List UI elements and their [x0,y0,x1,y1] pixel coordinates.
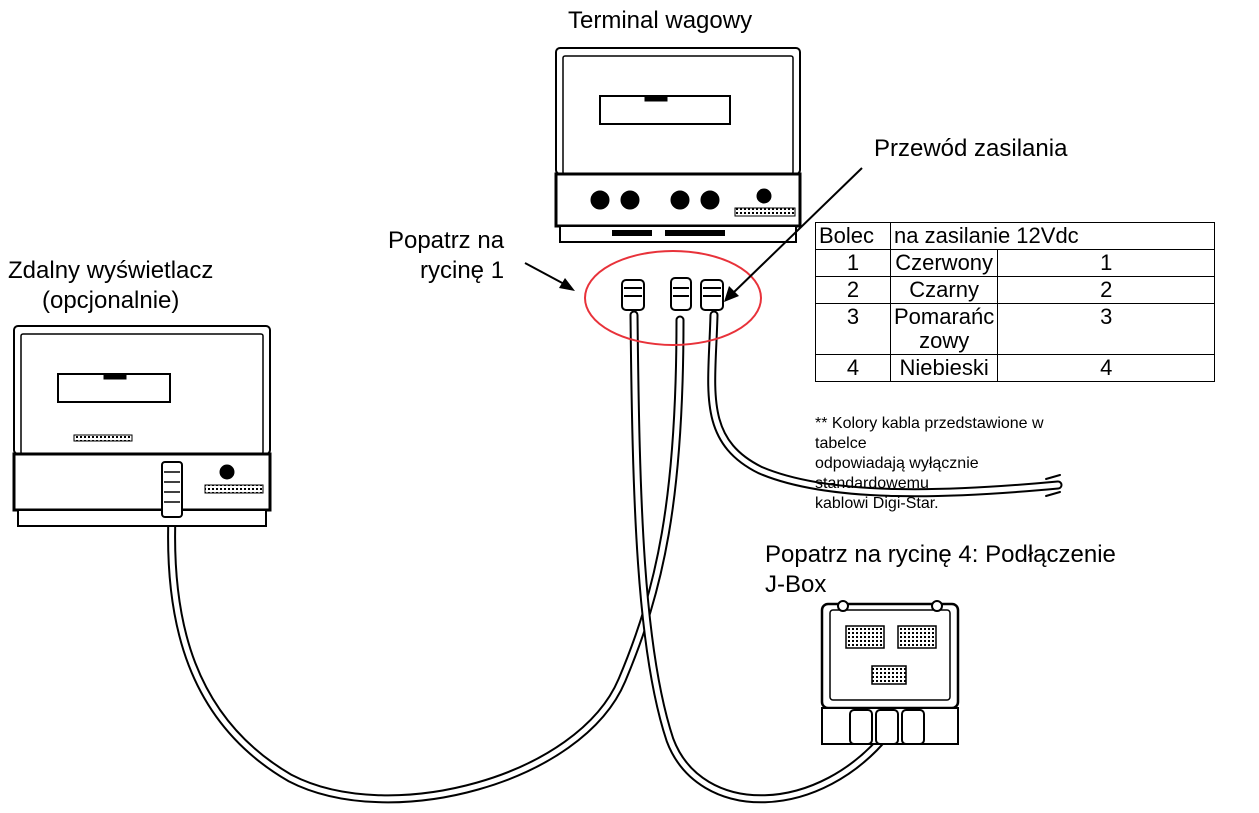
terminal-connectors [621,277,724,311]
power-cable-label: Przewód zasilania [874,135,1068,162]
pin-cell: 2 [815,276,891,304]
pin-cell: 1 [815,249,891,277]
junction-box [820,600,960,745]
color-cell: Czerwony [889,249,999,277]
pin-cell: 4 [815,354,891,382]
cable-power [707,310,1063,498]
see-figure-1-line2: rycinę 1 [420,257,505,284]
header-pin: Bolec [815,222,891,250]
color-cell: Pomarańc zowy [889,303,999,355]
cable-remote-display [167,315,685,804]
number-cell: 2 [997,276,1216,304]
color-cell-line2: zowy [919,328,970,353]
color-cell-line1: Pomarańc [894,304,995,329]
see-figure-1-label: Popatrz na rycinę 1 [372,226,504,286]
note-line1: ** Kolory kabla przedstawione w tabelce [815,415,1044,452]
table-row: 2 Czarny 2 [815,276,1216,304]
note-line2: odpowiadają wyłącznie standardowemu [815,455,979,492]
pin-cell: 3 [815,303,891,355]
see-figure-1-line1: Popatrz na [387,227,505,254]
jbox-label-line1: Popatrz na rycinę 4: Podłączenie [765,541,1116,568]
terminal-label: Terminal wagowy [568,7,753,34]
table-row: 1 Czerwony 1 [815,249,1216,277]
number-cell: 1 [997,249,1216,277]
remote-display-label: Zdalny wyświetlacz (opcjonalnie) [8,256,213,316]
remote-display-line1: Zdalny wyświetlacz [8,257,214,284]
cable-jbox [629,310,895,804]
number-cell: 3 [997,303,1216,355]
number-cell: 4 [997,354,1216,382]
arrow-power-cable [724,167,863,302]
table-header-row: Bolec na zasilanie 12Vdc [815,222,1216,250]
remote-display-line2: (opcjonalnie) [41,287,180,314]
remote-display [12,325,272,527]
pin-color-table: Bolec na zasilanie 12Vdc 1 Czerwony 1 2 … [815,222,1216,382]
table-row: 3 Pomarańc zowy 3 [815,303,1216,355]
note-line3: kablowi Digi-Star. [815,495,939,512]
connector-highlight [584,250,762,346]
arrow-see-fig1 [524,262,575,291]
jbox-label-line2: J-Box [765,571,827,598]
color-cell: Czarny [889,276,999,304]
header-power: na zasilanie 12Vdc [889,222,1216,250]
table-row: 4 Niebieski 4 [815,354,1216,382]
weighing-terminal [554,47,802,243]
jbox-label: Popatrz na rycinę 4: Podłączenie J-Box [765,540,1116,600]
color-cell: Niebieski [889,354,999,382]
cable-color-note: ** Kolory kabla przedstawione w tabelce … [815,414,1075,514]
